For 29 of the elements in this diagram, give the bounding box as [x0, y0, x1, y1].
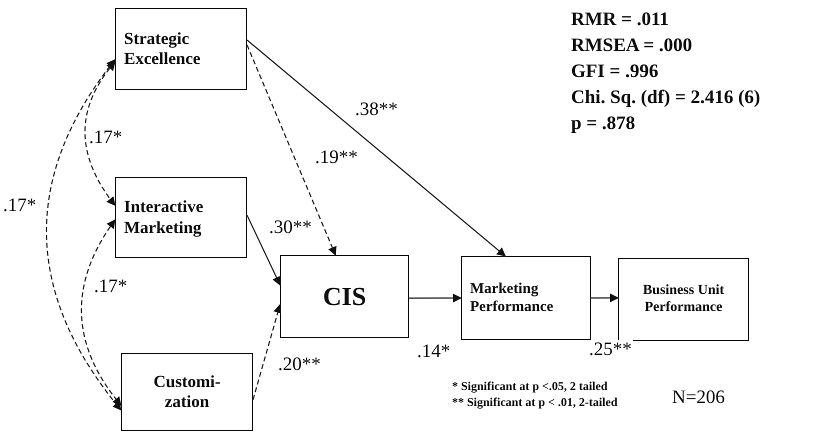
variable-box — [618, 258, 749, 341]
variable-box — [280, 255, 409, 338]
double-headed-arrow — [46, 58, 122, 411]
variable-name: CIS — [322, 280, 366, 312]
fit-statistic: GFI = .996 — [571, 62, 658, 81]
variable-box — [121, 353, 253, 431]
double-headed-arrow — [80, 219, 122, 406]
double-headed-arrow — [84, 61, 116, 206]
variable-name: Interactive Marketing — [124, 197, 204, 238]
significance-note: * Significant at p <.05, 2 tailed — [452, 380, 608, 392]
arrow — [246, 44, 336, 256]
sample-size: N=206 — [672, 388, 725, 407]
arrow — [246, 40, 506, 257]
variable-box — [115, 177, 247, 258]
variable-name: Marketing Performance — [470, 280, 554, 316]
fit-statistic: Chi. Sq. (df) = 2.416 (6) — [571, 88, 760, 107]
fit-statistic: p = .878 — [571, 114, 636, 133]
fit-statistic: RMR = .011 — [571, 10, 669, 29]
variable-name: Customi- zation — [152, 372, 222, 412]
variable-box — [115, 8, 247, 90]
variable-name: Strategic Excellence — [124, 28, 202, 70]
variable-name: Business Unit Performance — [642, 282, 726, 316]
arrow — [246, 214, 281, 286]
arrow — [252, 304, 282, 400]
arrow — [409, 294, 462, 303]
significance-note: ** Significant at p < .01, 2-tailed — [452, 396, 618, 408]
variable-box — [461, 256, 591, 340]
fit-statistic: RMSEA = .000 — [571, 36, 692, 55]
arrow — [591, 293, 619, 302]
